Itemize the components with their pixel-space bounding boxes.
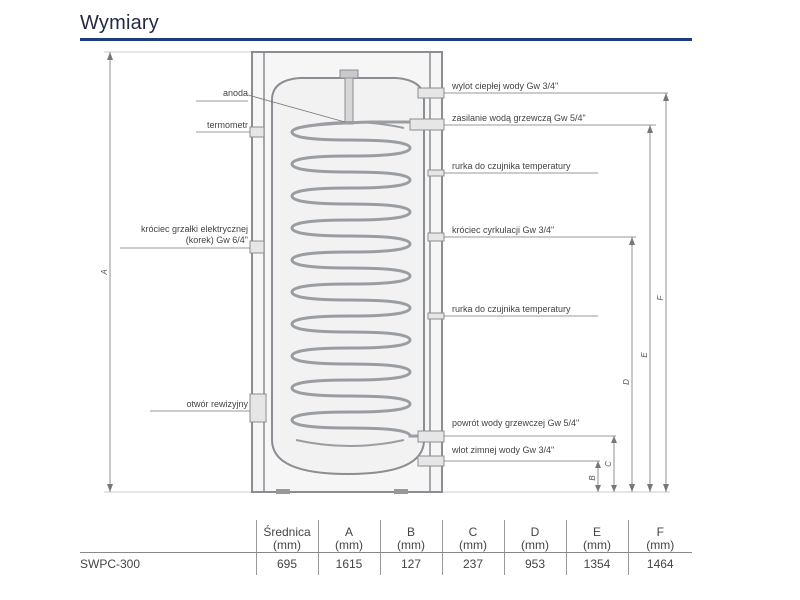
tank-foot-right (394, 489, 408, 494)
tank-foot-left (276, 489, 290, 494)
heating-supply-stub (409, 118, 445, 131)
header-e: E(mm) (565, 520, 628, 553)
dimension-label-f: F (656, 294, 665, 300)
label-termometr: termometr (207, 120, 248, 130)
label-anoda: anoda (223, 88, 248, 98)
header-diameter: Średnica(mm) (255, 520, 318, 553)
header-b: B(mm) (379, 520, 442, 553)
dimension-label-c: C (604, 461, 613, 467)
label-heater-line2: (korek) Gw 6/4" (186, 235, 248, 245)
thermometer-stub (249, 126, 265, 138)
header-f: F(mm) (627, 520, 692, 553)
tank-vessel (271, 77, 425, 476)
heating-return-stub (417, 430, 445, 443)
dimensions-table: Średnica(mm) A(mm) B(mm) C(mm) D(mm) E(m… (80, 520, 692, 575)
circulation-stub (427, 232, 445, 242)
cell-diameter: 695 (255, 552, 318, 575)
cell-c: 237 (441, 552, 504, 575)
label-cold-inlet: wlot zimnej wody Gw 3/4" (451, 445, 554, 455)
sensor-tube-1-stub (427, 169, 445, 177)
label-heater-line1: króciec grzałki elektrycznej (141, 224, 248, 234)
label-inspection: otwór rewizyjny (186, 399, 248, 409)
heating-coil (290, 120, 420, 447)
dimension-label-b: B (588, 475, 597, 481)
header-a: A(mm) (317, 520, 380, 553)
label-heating-return: powrót wody grzewczej Gw 5/4" (452, 418, 579, 428)
label-sensor-tube-2: rurka do czujnika temperatury (452, 304, 571, 314)
inspection-opening (249, 393, 267, 423)
cell-model: SWPC-300 (80, 556, 141, 571)
dimension-label-e: E (640, 352, 649, 358)
cold-inlet-stub (417, 455, 445, 467)
cell-f: 1464 (627, 552, 692, 575)
label-hot-outlet: wylot ciepłej wody Gw 3/4" (451, 81, 558, 91)
dimension-label-d: D (622, 379, 631, 385)
header-d: D(mm) (503, 520, 566, 553)
label-circulation: króciec cyrkulacji Gw 3/4" (452, 225, 554, 235)
table-header-row: Średnica(mm) A(mm) B(mm) C(mm) D(mm) E(m… (80, 520, 692, 553)
anode-rod (344, 73, 354, 125)
page-title: Wymiary (80, 12, 159, 34)
heater-socket-stub (249, 240, 265, 254)
dimension-label-a: A (100, 269, 109, 275)
cell-d: 953 (503, 552, 566, 575)
label-heating-supply: zasilanie wodą grzewczą Gw 5/4" (452, 113, 586, 123)
hot-outlet-stub (417, 87, 445, 99)
header-model (80, 520, 256, 553)
cell-a: 1615 (317, 552, 380, 575)
anode-cap (339, 69, 359, 79)
cell-b: 127 (379, 552, 442, 575)
label-sensor-tube-1: rurka do czujnika temperatury (452, 161, 571, 171)
header-c: C(mm) (441, 520, 504, 553)
cell-e: 1354 (565, 552, 628, 575)
sensor-tube-2-stub (427, 312, 445, 320)
table-row: SWPC-300 695 1615 127 237 953 1354 1464 (80, 552, 692, 575)
title-underline (80, 38, 692, 41)
